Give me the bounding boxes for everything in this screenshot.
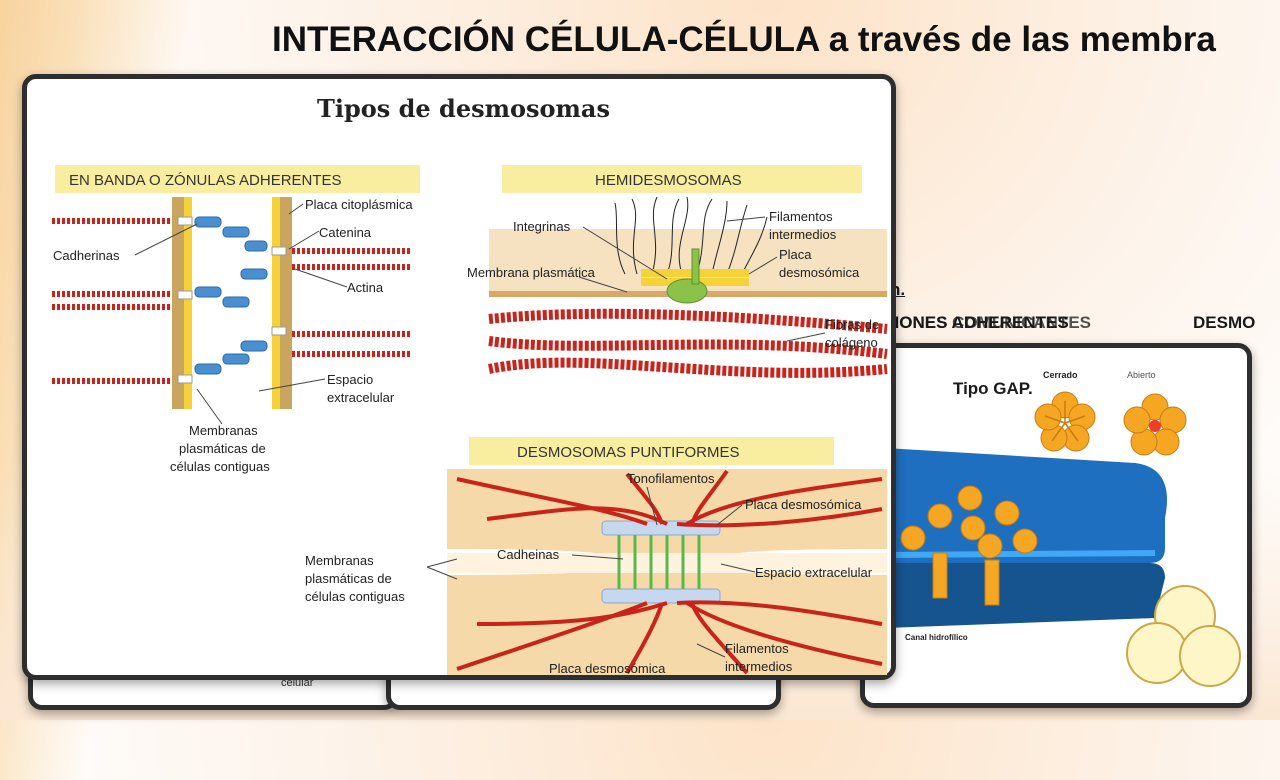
hemi-fibras-label-1: Fibras de xyxy=(825,317,879,332)
gap-membrane-top xyxy=(885,448,1167,563)
desmosome-diagram: Tipos de desmosomas EN BANDA O ZÓNULAS A… xyxy=(52,94,888,676)
connexon-open-icon xyxy=(1123,393,1187,456)
punti-membranas-label-1: Membranas xyxy=(305,553,374,568)
hemi-leader-lines xyxy=(578,216,826,342)
punti-placa-bottom-label: Placa desmosómica xyxy=(549,661,666,675)
hemi-header: HEMIDESMOSOMAS xyxy=(595,172,742,189)
hemi-filamentos-label-2: intermedios xyxy=(769,227,837,242)
hemi-placa-label-1: Placa xyxy=(779,247,812,262)
zonula-membranas-label-3: células contiguas xyxy=(170,459,270,474)
svg-text:Tipo GAP.: Tipo GAP. xyxy=(953,379,1033,398)
hemi-placa-label-2: desmosómica xyxy=(779,265,860,280)
hemi-collagen-fibers xyxy=(488,308,888,378)
gap-junction-frame: Tipo GAP. Cerrado Abierto xyxy=(860,343,1252,708)
punti-tonofilamentos-label: Tonofilamentos xyxy=(627,471,715,486)
hemi-filamentos-label-1: Filamentos xyxy=(769,209,833,224)
background-overlap-c: DESMO xyxy=(1193,313,1256,332)
figure-title: Tipos de desmosomas xyxy=(317,94,610,123)
background-overlap-b: UNIONES COMUNICANTES xyxy=(870,313,1092,332)
punti-cell-upper xyxy=(447,469,887,555)
gap-type-label: Tipo GAP xyxy=(953,379,1030,398)
desmosome-figure-frame: Tipos de desmosomas EN BANDA O ZÓNULAS A… xyxy=(22,74,896,680)
connexon-cluster xyxy=(900,485,1038,559)
punti-header: DESMOSOMAS PUNTIFORMES xyxy=(517,444,740,461)
zonula-actin-fibers xyxy=(52,218,412,384)
background-overlap-a: UNIONES ADHERENTES xyxy=(870,313,1069,332)
connexon-closed-icon xyxy=(1034,391,1096,452)
punti-cadherins xyxy=(617,535,701,589)
punti-header-box xyxy=(469,437,834,465)
hemi-header-box xyxy=(502,165,862,193)
lower-left-fragment: celular xyxy=(281,677,314,689)
punti-filamentos-label-2: intermedios xyxy=(725,659,793,674)
zonula-espacio-label-2: extracelular xyxy=(327,390,395,405)
punti-espacio-label: Espacio extracelular xyxy=(755,565,873,580)
hemi-fibras-label-2: colágeno xyxy=(825,335,878,350)
zonula-espacio-label-1: Espacio xyxy=(327,372,373,387)
zonula-catenin-blocks xyxy=(177,216,287,384)
punti-filamentos-label-1: Filamentos xyxy=(725,641,789,656)
punti-leader-lines xyxy=(426,486,756,658)
gap-channel-label: Canal hidrofílico xyxy=(905,633,968,642)
cells-cluster-icon xyxy=(1126,585,1241,687)
zonula-cadherinas-label: Cadherinas xyxy=(53,248,120,263)
zonula-membranas-label-1: Membranas xyxy=(189,423,258,438)
hemi-membrana-label: Membrana plasmática xyxy=(467,265,596,280)
punti-cadheinas-label: Cadheinas xyxy=(497,547,560,562)
gap-open-label: Abierto xyxy=(1127,370,1156,380)
gap-membrane-bottom xyxy=(885,563,1165,628)
zonula-actina-label: Actina xyxy=(347,280,384,295)
punti-tonofilaments xyxy=(456,469,883,675)
zonula-catenina-label: Catenina xyxy=(319,225,372,240)
hemi-integrinas-label: Integrinas xyxy=(513,219,571,234)
punti-membranas-label-2: plasmáticas de xyxy=(305,571,392,586)
gap-closed-label: Cerrado xyxy=(1043,370,1078,380)
punti-cell-lower xyxy=(447,569,887,675)
punti-placa-label: Placa desmosómica xyxy=(745,497,862,512)
slide-title: INTERACCIÓN CÉLULA-CÉLULA a través de la… xyxy=(272,20,1216,59)
gap-junction-diagram: Tipo GAP. Cerrado Abierto xyxy=(884,370,1241,687)
zonula-placa-label: Placa citoplásmica xyxy=(305,197,413,212)
zonula-membranas-label-2: plasmáticas de xyxy=(179,441,266,456)
hemi-integrin-icon xyxy=(666,248,708,304)
zonula-header-box xyxy=(55,165,420,193)
zonula-header: EN BANDA O ZÓNULAS ADHERENTES xyxy=(69,172,342,189)
zonula-leader-lines xyxy=(134,203,348,425)
connexon-channels xyxy=(932,552,1000,606)
zonula-cadherins xyxy=(194,216,268,375)
punti-membranas-label-3: células contiguas xyxy=(305,589,405,604)
